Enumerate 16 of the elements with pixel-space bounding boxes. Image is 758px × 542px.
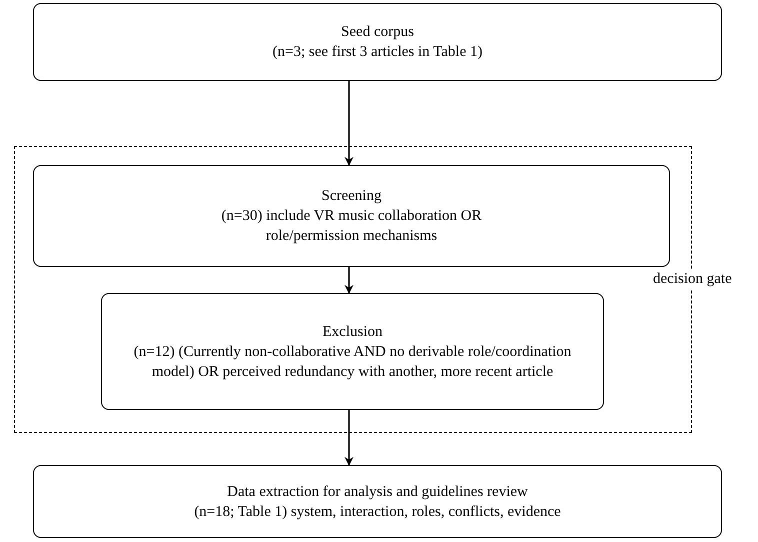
box-title: Data extraction for analysis and guidelines review — [227, 482, 528, 502]
box-description: (n=18; Table 1) system, interaction, roles, conflicts, evidence — [194, 502, 561, 522]
arrow — [344, 81, 354, 166]
process-box — [33, 3, 722, 81]
process-box — [33, 165, 670, 267]
process-box — [101, 293, 604, 410]
box-title: Exclusion — [322, 322, 382, 342]
box-description: (n=3; see first 3 articles in Table 1) — [272, 43, 482, 62]
process-box — [33, 465, 722, 538]
arrow — [344, 410, 354, 466]
arrow — [344, 267, 354, 294]
box-title: Screening — [322, 187, 382, 206]
box-description: (n=12) (Currently non-collaborative AND no derivable role/coordination model) OR perceived redundancy with another, more recent article — [132, 342, 572, 382]
box-title: Seed corpus — [341, 23, 414, 42]
box-description: (n=30) include VR music collaboration OR role/permission mechanisms — [220, 207, 483, 246]
group-label: decision gate — [651, 268, 734, 288]
